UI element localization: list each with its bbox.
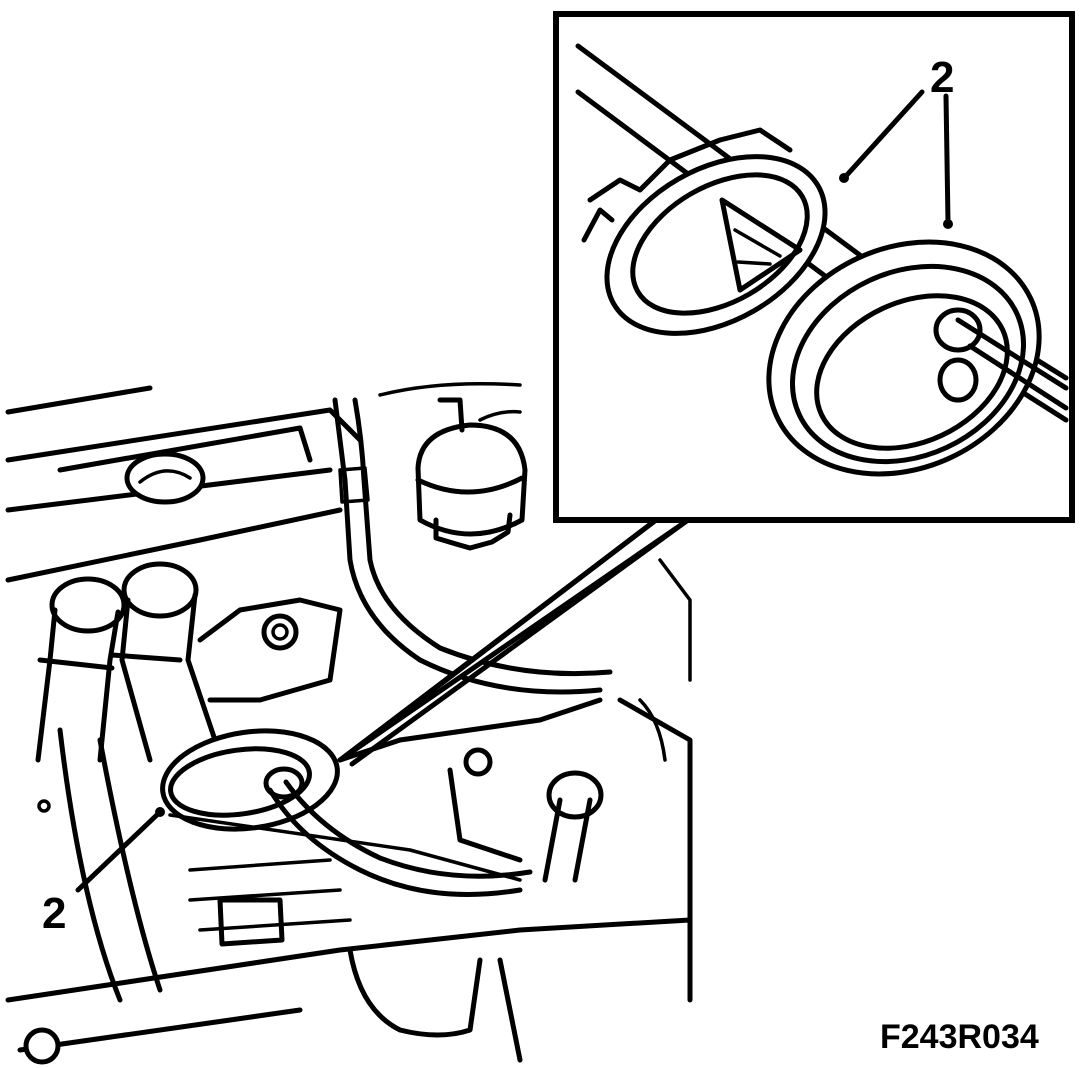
main-callout-label: 2 bbox=[42, 889, 66, 938]
inset-detail: 2 bbox=[553, 11, 1075, 523]
oil-cap-icon bbox=[124, 451, 206, 505]
figure-code: F243R034 bbox=[880, 1018, 1039, 1056]
hose-icon bbox=[35, 561, 218, 1003]
grommet-icon bbox=[581, 127, 828, 336]
inset-callout-label: 2 bbox=[930, 53, 954, 102]
grommet-icon bbox=[766, 239, 1069, 477]
engine-bay-drawing bbox=[5, 382, 693, 1065]
main-callout: 2 bbox=[42, 807, 165, 938]
bolt-icon bbox=[261, 613, 299, 651]
inset-leader bbox=[337, 517, 691, 767]
grommet-icon bbox=[160, 728, 340, 832]
reservoir-cap-icon bbox=[415, 397, 528, 551]
cable-icon bbox=[168, 779, 533, 897]
